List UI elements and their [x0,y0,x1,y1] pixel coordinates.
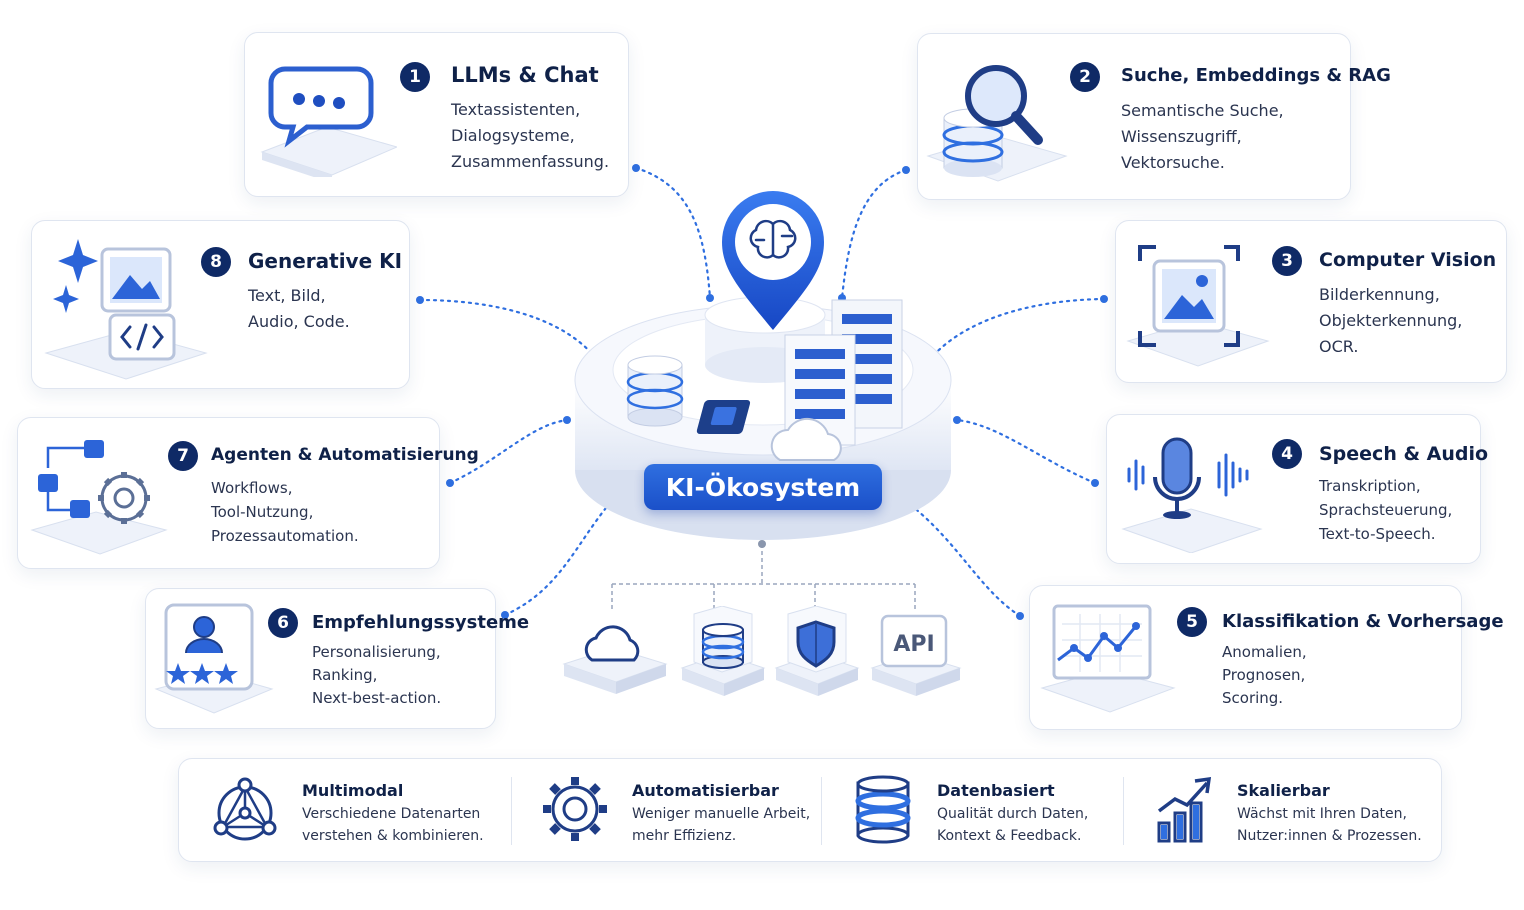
card-classification-prediction[interactable]: 5 Klassifikation & Vorhersage Anomalien,… [1029,585,1504,730]
badge-5: 5 [1177,607,1207,637]
feature-line: verstehen & kombinieren. [302,828,484,844]
card-line: Vektorsuche. [1121,153,1225,172]
feature-divider [1123,777,1124,845]
card-recommendation-systems[interactable]: 6 Empfehlungssysteme Personalisierung, R… [145,588,529,729]
card-title: Agenten & Automatisierung [211,445,479,465]
card-line: Tool-Nutzung, [211,503,314,521]
hub-label: KI-Ökosystem [644,464,882,510]
badge-6: 6 [268,608,298,638]
badge-1: 1 [400,62,430,92]
feature-title: Multimodal [302,781,404,800]
feature-title: Automatisierbar [632,781,779,800]
card-line: Scoring. [1222,689,1284,707]
card-line: Audio, Code. [248,312,350,331]
image-frame-icon [1126,245,1270,367]
card-llms-chat[interactable]: 1 LLMs & Chat Textassistenten, Dialogsys… [244,32,629,197]
card-line: Text-to-Speech. [1319,525,1436,543]
card-title: Generative KI [248,249,403,273]
card-line: OCR. [1319,337,1359,356]
feature-divider [511,777,512,845]
card-line: Ranking, [312,666,378,684]
workflow-gear-icon [30,440,168,555]
badge-8: 8 [201,247,231,277]
card-line: Anomalien, [1222,643,1307,661]
feature-line: Weniger manuelle Arbeit, [632,806,811,822]
card-line: Workflows, [211,479,293,497]
card-generative-ai[interactable]: 8 Generative KI Text, Bild, Audio, Code. [31,220,410,389]
card-line: Next-best-action. [312,689,442,707]
cloud-tile-icon [562,625,668,694]
feature-divider [821,777,822,845]
card-line: Personalisierung, [312,643,441,661]
card-agents-automation[interactable]: 7 Agenten & Automatisierung Workflows, T… [17,417,479,569]
card-search-rag[interactable]: 2 Suche, Embeddings & RAG Semantische Su… [917,33,1391,200]
feature-line: mehr Effizienz. [632,828,737,844]
database-tile-icon [680,606,766,696]
badge-3: 3 [1272,246,1302,276]
card-line: Prozessautomation. [211,527,359,545]
database-icon [855,775,911,844]
microphone-icon [1121,437,1263,553]
badge-2: 2 [1070,62,1100,92]
feature-line: Nutzer:innen & Prozessen. [1237,828,1422,844]
card-line: Text, Bild, [248,286,326,305]
card-title: Speech & Audio [1319,443,1489,465]
card-line: Sprachsteuerung, [1319,501,1453,519]
card-line: Semantische Suche, [1121,101,1284,120]
badge-7: 7 [168,441,198,471]
card-computer-vision[interactable]: 3 Computer Vision Bilderkennung, Objekte… [1115,220,1507,383]
card-line: Textassistenten, [451,100,581,119]
card-title: Computer Vision [1319,249,1497,271]
card-line: Objekterkennung, [1319,311,1463,330]
feature-line: Verschiedene Datenarten [302,806,481,822]
card-line: Dialogsysteme, [451,126,575,145]
feature-title: Datenbasiert [937,781,1055,800]
card-title: Empfehlungssysteme [312,612,530,633]
feature-line: Qualität durch Daten, [937,806,1089,822]
sparkle-image-code-icon [44,239,208,380]
user-rating-icon [154,603,274,714]
card-title: Klassifikation & Vorhersage [1222,611,1504,632]
badge-4: 4 [1272,439,1302,469]
api-label: API [893,632,935,657]
shield-tile-icon [774,606,860,696]
line-chart-icon [1040,604,1176,713]
feature-bar: Multimodal Verschiedene Datenarten verst… [178,758,1442,862]
card-line: Wissenszugriff, [1121,127,1242,146]
card-line: Prognosen, [1222,666,1306,684]
feature-line: Kontext & Feedback. [937,828,1082,844]
card-title: LLMs & Chat [451,63,599,87]
network-nodes-icon [213,777,277,841]
magnifier-database-icon [926,65,1068,182]
card-title: Suche, Embeddings & RAG [1121,65,1391,86]
card-line: Transkription, [1319,477,1421,495]
card-line: Bilderkennung, [1319,285,1440,304]
gear-icon [543,777,607,841]
api-tile-icon [870,614,962,696]
chat-bubble-icon [260,66,397,177]
card-line: Zusammenfassung. [451,152,610,171]
growth-chart-icon [1157,776,1212,843]
card-speech-audio[interactable]: 4 Speech & Audio Transkription, Sprachst… [1106,414,1488,564]
feature-line: Wächst mit Ihren Daten, [1237,806,1407,822]
feature-title: Skalierbar [1237,781,1330,800]
